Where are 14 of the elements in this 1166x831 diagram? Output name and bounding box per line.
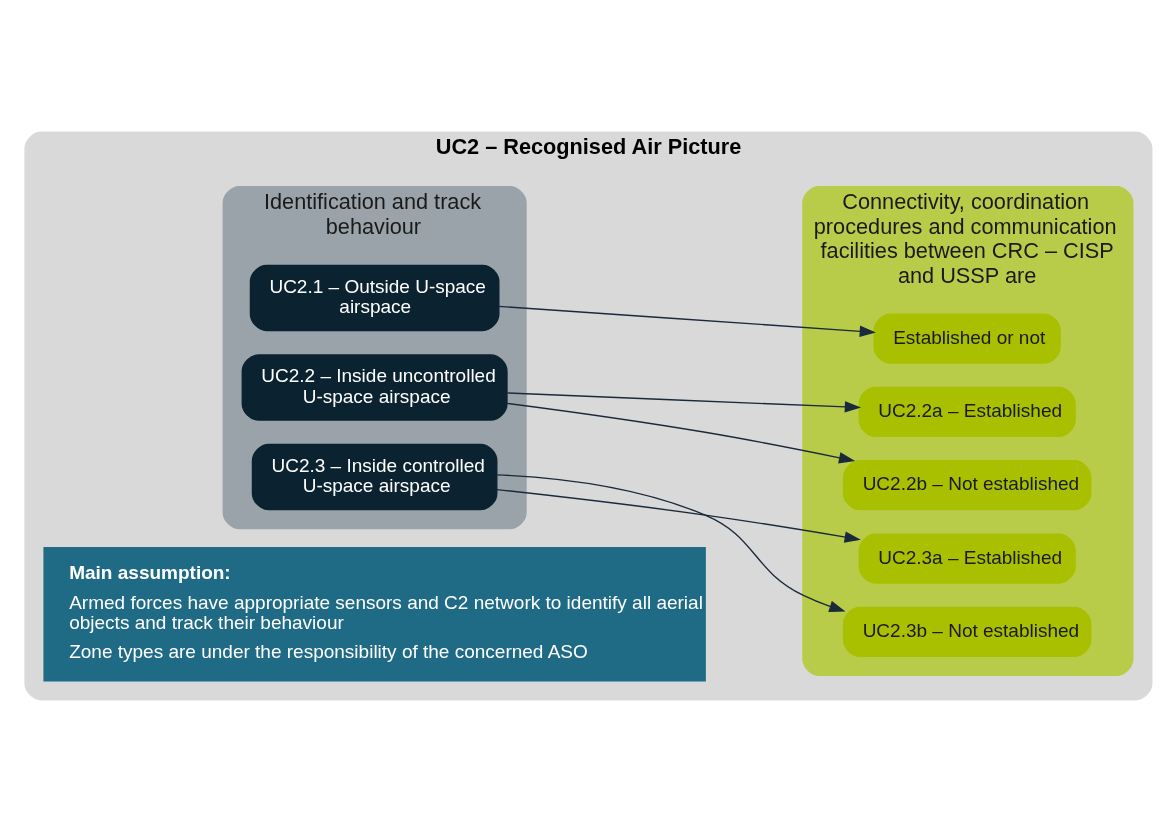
node-box: UC2.1 – Outside U-space airspace	[249, 264, 500, 331]
arrow	[506, 391, 862, 413]
node-box: UC2.2a – Established	[858, 386, 1076, 437]
arrow	[498, 305, 876, 337]
node-box: UC2.3 – Inside controlled U-space airspace	[251, 443, 498, 510]
node-box: UC2.2 – Inside uncontrolled U-space airspace	[241, 353, 508, 421]
arrow	[496, 488, 861, 543]
arrow	[506, 402, 856, 463]
arrow	[496, 473, 846, 612]
node-box: UC2.3a – Established	[858, 532, 1076, 584]
node-box: UC2.2b – Not established	[842, 459, 1092, 510]
node-box: UC2.3b – Not established	[842, 606, 1092, 657]
node-box: Established or not	[873, 313, 1061, 364]
node-box: Main assumption: Armed forces have appropriate sensors and C2 network to identify all aerial objects and track their behaviour Zone types are under the responsibility of the concerned ASO	[43, 546, 706, 681]
